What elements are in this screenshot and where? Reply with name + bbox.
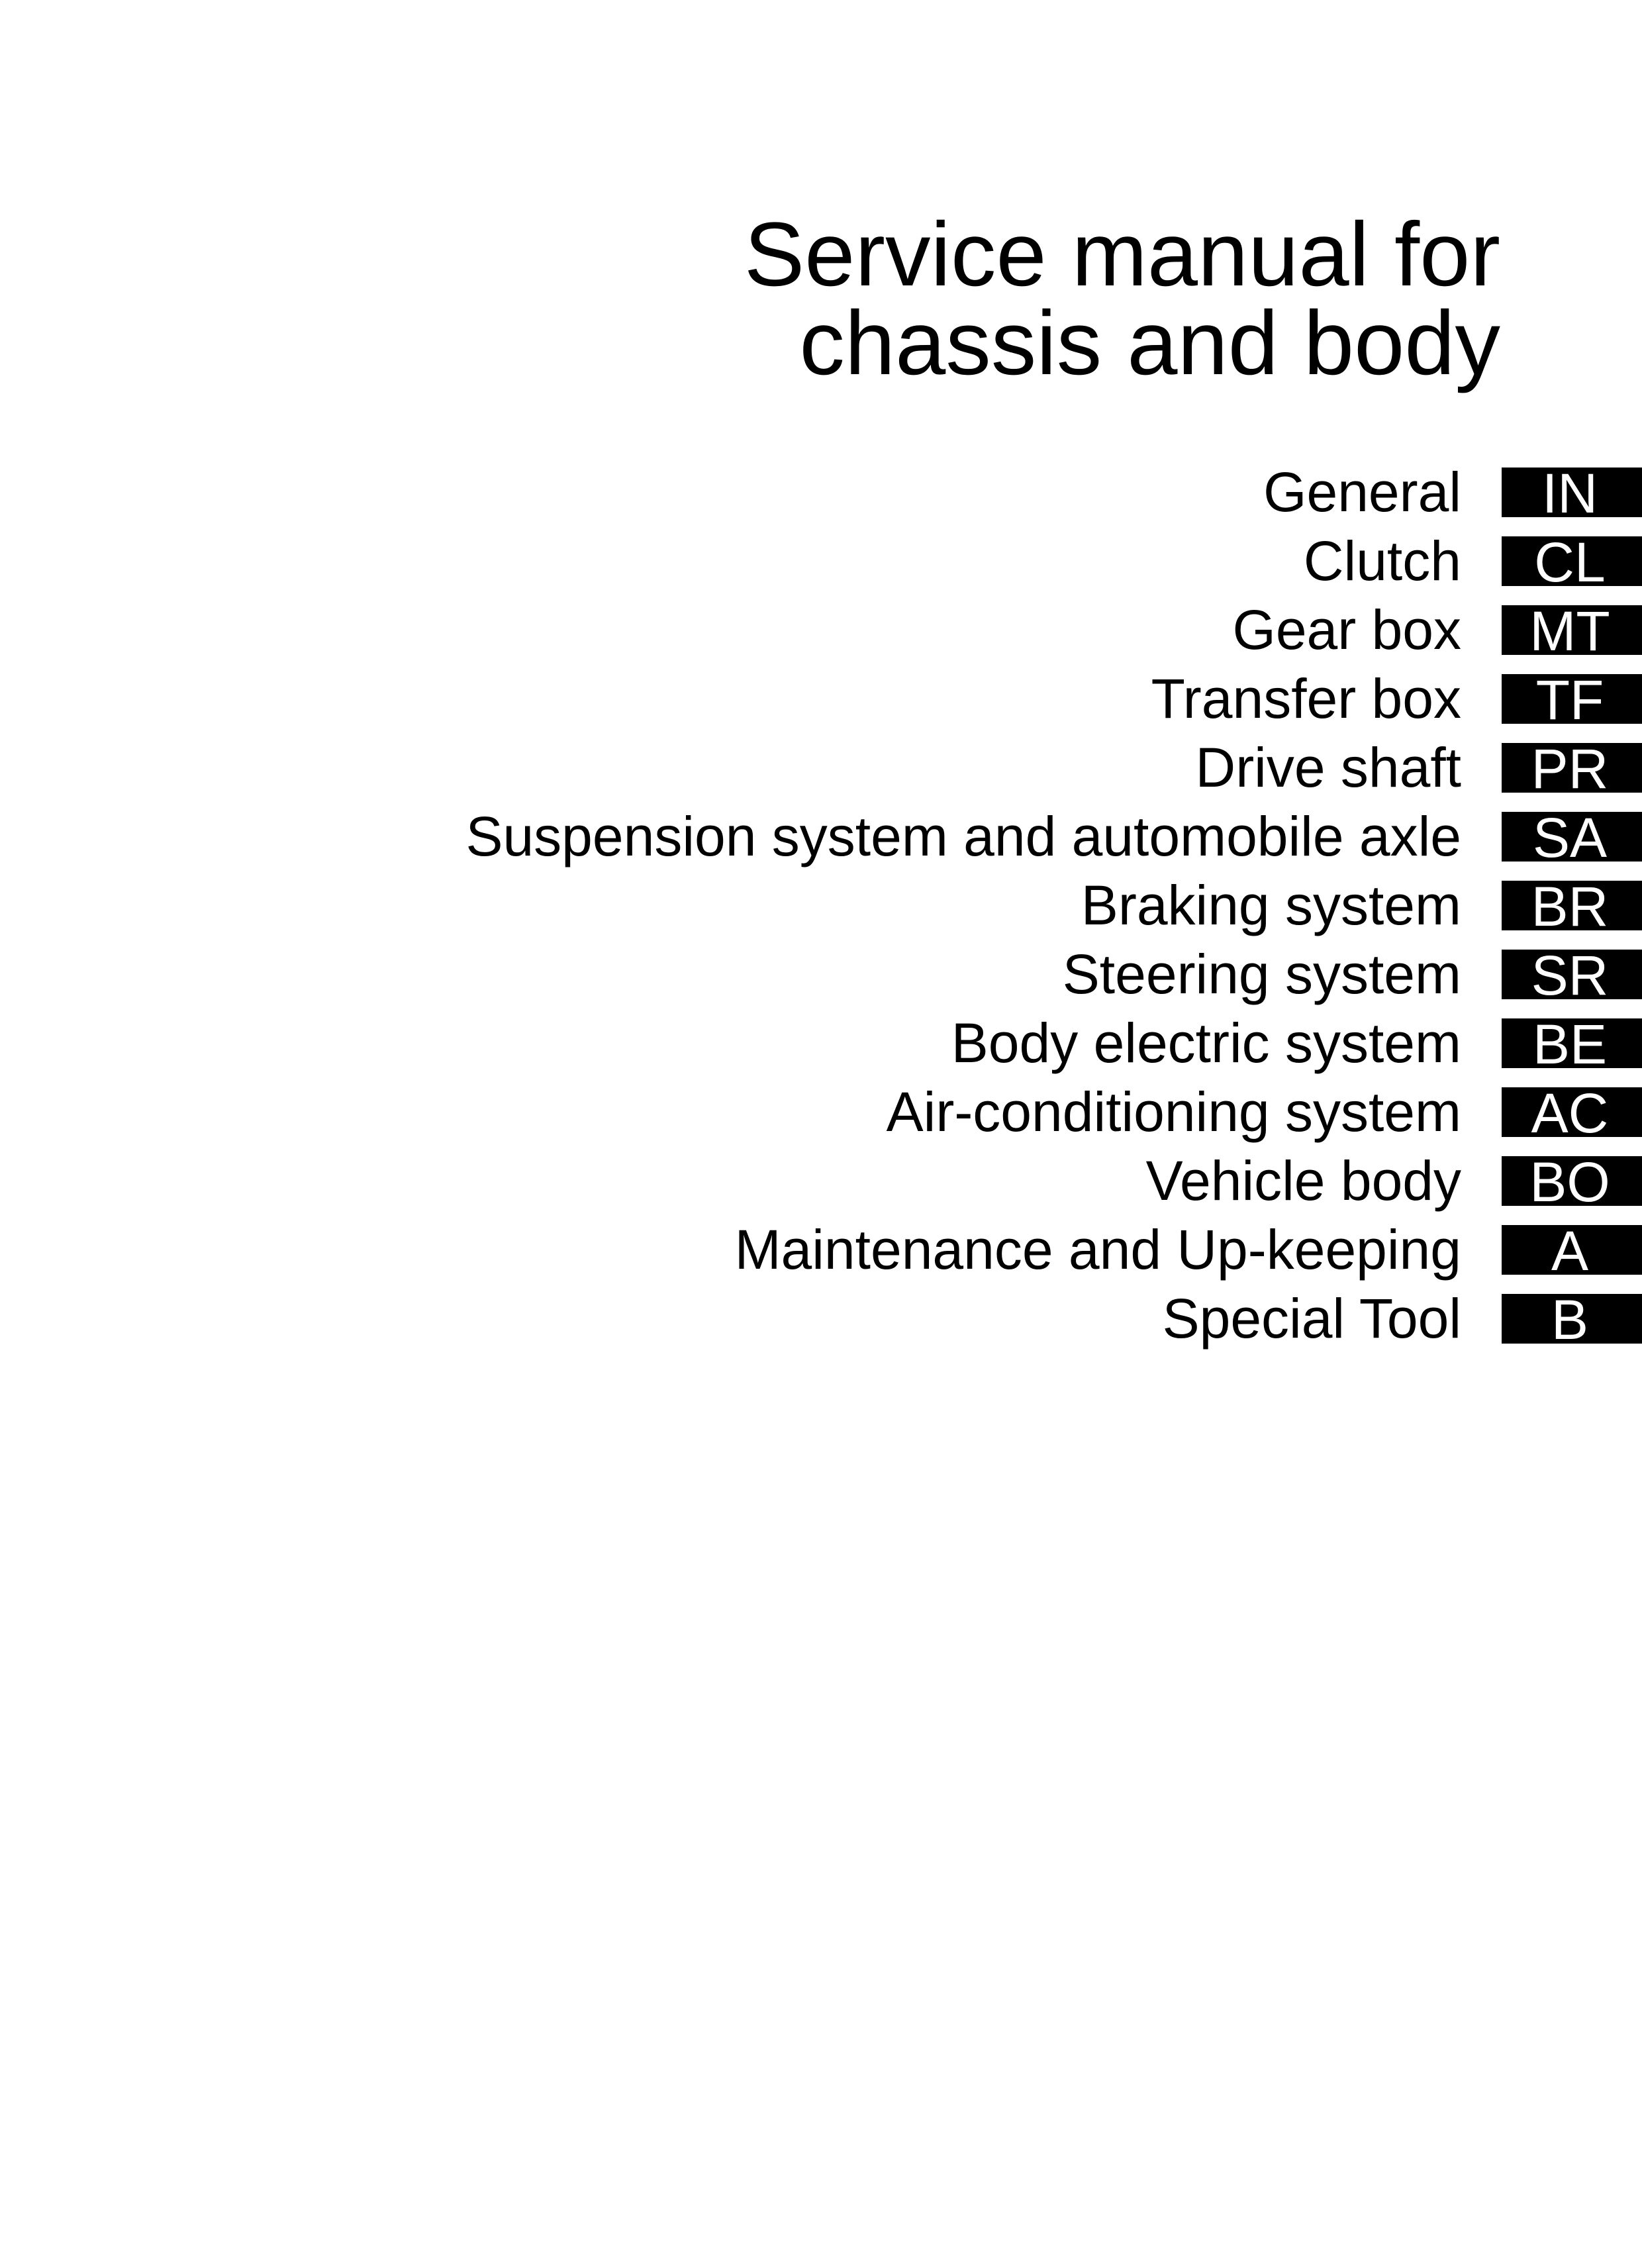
section-item-transfer-box[interactable]: Transfer box TF bbox=[0, 670, 1642, 743]
section-label: Gear box bbox=[1232, 599, 1461, 661]
section-item-vehicle-body[interactable]: Vehicle body BO bbox=[0, 1152, 1642, 1225]
section-item-suspension[interactable]: Suspension system and automobile axle SA bbox=[0, 808, 1642, 881]
section-tab[interactable]: IN bbox=[1502, 466, 1642, 521]
section-item-maintenance[interactable]: Maintenance and Up-keeping A bbox=[0, 1221, 1642, 1294]
section-tab[interactable]: B bbox=[1502, 1292, 1642, 1348]
section-tab[interactable]: CL bbox=[1502, 534, 1642, 590]
section-label: Braking system bbox=[1081, 874, 1461, 936]
section-label: Maintenance and Up-keeping bbox=[734, 1218, 1461, 1281]
section-index: General IN Clutch CL Gear box MT Transfer b… bbox=[0, 464, 1642, 1363]
section-item-body-electric[interactable]: Body electric system BE bbox=[0, 1014, 1642, 1087]
title-line-2: chassis and body bbox=[799, 293, 1500, 394]
section-tab[interactable]: AC bbox=[1502, 1085, 1642, 1141]
section-item-drive-shaft[interactable]: Drive shaft PR bbox=[0, 739, 1642, 812]
section-label: Transfer box bbox=[1151, 667, 1461, 730]
section-item-steering[interactable]: Steering system SR bbox=[0, 946, 1642, 1018]
section-label: Drive shaft bbox=[1195, 736, 1461, 799]
section-item-gear-box[interactable]: Gear box MT bbox=[0, 601, 1642, 674]
section-item-braking[interactable]: Braking system BR bbox=[0, 877, 1642, 950]
section-item-special-tool[interactable]: Special Tool B bbox=[0, 1290, 1642, 1363]
section-label: Air-conditioning system bbox=[886, 1081, 1461, 1143]
section-label: Steering system bbox=[1062, 943, 1461, 1005]
section-tab[interactable]: BE bbox=[1502, 1016, 1642, 1072]
section-label: Vehicle body bbox=[1145, 1150, 1461, 1212]
section-label: Clutch bbox=[1303, 530, 1461, 592]
section-item-clutch[interactable]: Clutch CL bbox=[0, 532, 1642, 605]
section-tab[interactable]: BR bbox=[1502, 879, 1642, 934]
section-label: Body electric system bbox=[951, 1012, 1461, 1074]
section-tab[interactable]: SA bbox=[1502, 810, 1642, 865]
title-line-1: Service manual for bbox=[744, 204, 1500, 305]
section-tab[interactable]: PR bbox=[1502, 741, 1642, 797]
section-tab[interactable]: BO bbox=[1502, 1154, 1642, 1210]
section-tab[interactable]: TF bbox=[1502, 672, 1642, 728]
section-tab[interactable]: SR bbox=[1502, 948, 1642, 1003]
section-item-air-conditioning[interactable]: Air-conditioning system AC bbox=[0, 1083, 1642, 1156]
section-label: Special Tool bbox=[1162, 1287, 1461, 1350]
section-label: General bbox=[1263, 461, 1461, 523]
section-tab[interactable]: MT bbox=[1502, 603, 1642, 659]
page-title: Service manual for chassis and body bbox=[744, 204, 1500, 394]
section-label: Suspension system and automobile axle bbox=[465, 805, 1461, 867]
section-tab[interactable]: A bbox=[1502, 1223, 1642, 1279]
section-item-general[interactable]: General IN bbox=[0, 464, 1642, 536]
